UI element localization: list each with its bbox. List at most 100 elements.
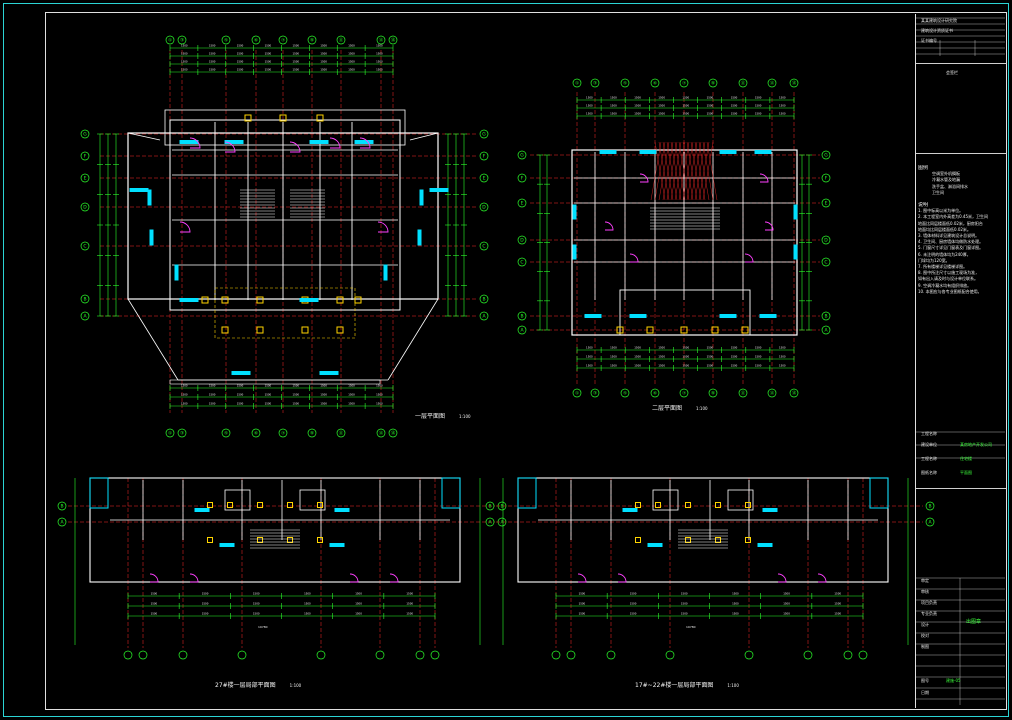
dimension-value: 1500 [320, 393, 327, 397]
date-label: 日期 [921, 690, 929, 695]
dimension-value: 1500 [658, 355, 665, 359]
dimension-value: 1500 [181, 60, 188, 64]
column [221, 296, 229, 304]
dimension-value: 1500 [202, 612, 209, 616]
unit-room [224, 489, 251, 511]
plan1-axis-right-label: A [482, 314, 486, 320]
exterior-wall [89, 477, 461, 583]
door [639, 173, 649, 183]
plan1-axis-top [177, 35, 187, 45]
legend-heading: 图例 [918, 165, 929, 171]
plan1-axis-bottom [388, 428, 398, 438]
partial-axis-bottom [237, 650, 247, 660]
dimension-value: 1500 [683, 112, 690, 116]
plan2-axis-right-label: G [824, 153, 828, 159]
dimension-value: 1500 [292, 68, 299, 72]
window [419, 189, 424, 206]
window [149, 229, 154, 246]
exterior-wall [517, 477, 889, 583]
door [759, 173, 769, 183]
note-line: 10. 本图应与各专业图纸配合使用。 [918, 288, 982, 294]
stair-hatch [694, 141, 706, 201]
plan2-axis-right [821, 198, 831, 208]
plan2-axis-bottom-label: ⑨ [711, 391, 715, 397]
dimension-value: 1500 [209, 52, 216, 56]
dimension-value: 1500 [355, 612, 362, 616]
column [257, 502, 263, 508]
dimension-value: 1500 [610, 355, 617, 359]
stair-hatch [702, 141, 714, 201]
dimension-value: 1500 [181, 393, 188, 397]
window [299, 298, 319, 302]
partial-axis-bottom [566, 650, 576, 660]
partial-axis-bottom [123, 650, 133, 660]
window [194, 508, 210, 512]
plan2-axis-top-label: ⑥ [653, 81, 657, 87]
row-1-value: 住宅楼 [960, 456, 972, 461]
plan2-axis-left-label: A [520, 328, 524, 334]
dimension-value: 1500 [658, 96, 665, 100]
partial-axis-bottom [551, 650, 561, 660]
partial-axis-right-label: B [928, 504, 931, 510]
door [817, 573, 827, 583]
plan2-axis-top-label: ⑦ [682, 81, 686, 87]
title-block-header: 某某建筑设计研究院 建筑设计资质证书 证书编号 [916, 14, 1006, 64]
column [336, 296, 344, 304]
dimension-value: 1500 [634, 346, 641, 350]
sign-2: 项目负责 [921, 600, 937, 605]
window [793, 244, 798, 260]
window [319, 371, 339, 375]
unit-room [652, 489, 679, 511]
door [389, 573, 399, 583]
window [599, 150, 617, 154]
plan2-axis-bottom [572, 388, 582, 398]
dimension-value: 1500 [834, 612, 841, 616]
dimension-value: 1500 [265, 402, 272, 406]
plan2-axis-bottom [650, 388, 660, 398]
plan2-axis-top-label: ⑪ [741, 80, 746, 87]
dimension-value: 1500 [707, 104, 714, 108]
plan2-axis-top-label: ⑨ [711, 81, 715, 87]
plan2-axis-left [517, 150, 527, 160]
column [655, 502, 661, 508]
plan-3-scale: 1:100 [289, 683, 302, 688]
dimension-value: 1500 [320, 68, 327, 72]
dimension-value: 1500 [683, 355, 690, 359]
plan1-axis-top [376, 35, 386, 45]
dimension-value: 1500 [586, 355, 593, 359]
dimension-value: 1500 [630, 612, 637, 616]
column [711, 326, 719, 334]
stair-hatch [658, 141, 670, 201]
window [629, 314, 647, 318]
dimension-value: 1500 [151, 612, 158, 616]
dimension-value: 1500 [634, 104, 641, 108]
partial-axis-left-label: A [488, 520, 492, 526]
dimension-value: 1500 [253, 592, 260, 596]
note-line: 5. 门窗尺寸详见门窗表及门窗详图。 [918, 245, 984, 251]
dimension-value: 1500 [779, 96, 786, 100]
plan1-axis-left [80, 151, 90, 161]
partial-axis-bottom [843, 650, 853, 660]
dimension-value: 1500 [181, 68, 188, 72]
plan2-axis-left [517, 173, 527, 183]
dimension-value: 1500 [320, 402, 327, 406]
dimension-value: 1500 [610, 104, 617, 108]
plan1-axis-top-label: ⑪ [339, 37, 344, 44]
partial-axis-bottom [138, 650, 148, 660]
dimension-value: 1500 [292, 60, 299, 64]
partial-axis-bottom [375, 650, 385, 660]
partial-axis-bottom [316, 650, 326, 660]
plan1-axis-right-label: G [482, 132, 486, 138]
plan1-axis-right-label: F [483, 154, 486, 160]
dimension-value: 1500 [209, 393, 216, 397]
countersign-label: 会签栏 [946, 70, 958, 75]
plan1-axis-top-label: ⑬ [379, 37, 384, 44]
sign-0: 审定 [921, 578, 929, 583]
row-0-label: 建设单位 [921, 442, 937, 447]
dimension-value: 1500 [630, 592, 637, 596]
plan1-axis-bottom [376, 428, 386, 438]
column [301, 326, 309, 334]
note-line: 门垛均为120宽。 [918, 257, 950, 263]
